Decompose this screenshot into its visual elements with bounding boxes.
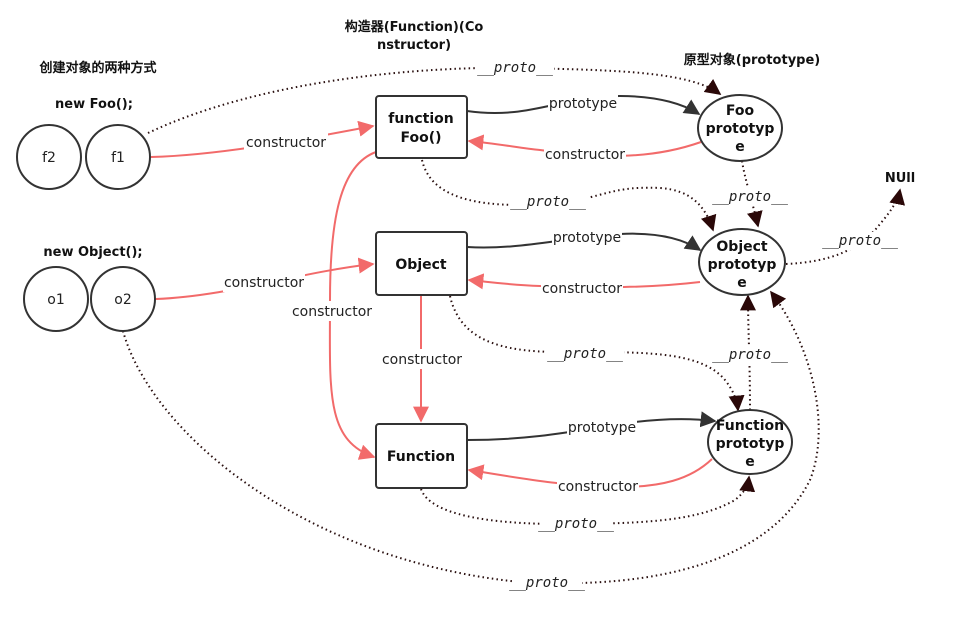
svg-text:constructor: constructor: [545, 147, 625, 163]
label-function-proto: __proto__: [538, 515, 615, 533]
svg-text:o2: o2: [114, 292, 131, 308]
svg-text:Foo: Foo: [726, 103, 755, 119]
svg-text:constructor: constructor: [382, 352, 462, 368]
label-o2-constructor: constructor: [223, 272, 305, 292]
svg-text:__proto__: __proto__: [509, 575, 585, 591]
edge-object-proto-function-prototype: [449, 295, 745, 412]
svg-text:__proto__: __proto__: [712, 189, 788, 205]
svg-text:prototyp: prototyp: [706, 121, 775, 137]
svg-text:Object: Object: [716, 239, 768, 255]
svg-text:e: e: [737, 275, 747, 291]
prototype-function-node[interactable]: Function prototyp e: [707, 409, 793, 475]
svg-text:e: e: [735, 139, 745, 155]
label-function-prototype: prototype: [567, 418, 637, 436]
label-o2-proto: __proto__: [509, 574, 586, 592]
label-fooproto-constructor: constructor: [544, 144, 626, 164]
constructor-object-node[interactable]: Object: [375, 231, 468, 296]
svg-text:constructor: constructor: [558, 479, 638, 495]
svg-text:__proto__: __proto__: [538, 516, 614, 532]
heading-prototype-column: 原型对象(prototype): [684, 52, 821, 68]
edge-o2-proto-object-prototype: [122, 290, 820, 585]
edge-f1-proto-foo-prototype: [147, 66, 722, 134]
null-node: NUll: [885, 171, 915, 186]
label-foo-proto: __proto__: [510, 193, 588, 211]
edge-functionproto-proto-object-prototype: [740, 294, 757, 411]
instance-o2[interactable]: o2: [90, 266, 156, 332]
svg-text:__proto__: __proto__: [712, 347, 788, 363]
label-null-proto: __proto__: [822, 232, 900, 250]
svg-text:prototyp: prototyp: [708, 257, 777, 273]
svg-text:constructor: constructor: [224, 275, 304, 291]
svg-text:function: function: [388, 111, 453, 127]
label-foo-constructor-function: constructor: [291, 301, 373, 321]
instance-f2[interactable]: f2: [16, 124, 82, 190]
label-f1-constructor: constructor: [244, 132, 328, 152]
svg-text:__proto__: __proto__: [547, 346, 623, 362]
heading-new-object: new Object();: [43, 245, 142, 260]
edge-foo-constructor-function: [328, 151, 377, 460]
svg-text:Foo(): Foo(): [400, 130, 441, 146]
svg-text:e: e: [745, 454, 755, 470]
svg-text:Function: Function: [387, 449, 455, 465]
instance-o1[interactable]: o1: [23, 266, 89, 332]
edge-foo-proto-object-prototype: [421, 159, 717, 232]
svg-text:prototype: prototype: [553, 230, 621, 246]
label-functionproto-proto: __proto__: [711, 346, 789, 364]
heading-create-ways: 创建对象的两种方式: [38, 60, 156, 76]
heading-constructor-column-2: nstructor): [377, 38, 451, 53]
label-top-proto: __proto__: [476, 59, 554, 77]
svg-text:prototyp: prototyp: [716, 436, 785, 452]
label-foo-prototype: prototype: [548, 94, 618, 112]
svg-text:__proto__: __proto__: [510, 194, 586, 210]
svg-text:__proto__: __proto__: [477, 60, 553, 76]
svg-text:constructor: constructor: [292, 304, 372, 320]
label-objectproto-constructor: constructor: [541, 278, 623, 298]
svg-text:Object: Object: [395, 257, 447, 273]
svg-text:constructor: constructor: [246, 135, 326, 151]
svg-text:prototype: prototype: [549, 96, 617, 112]
constructor-foo-node[interactable]: function Foo(): [375, 95, 468, 159]
label-functionproto-constructor: constructor: [557, 476, 639, 496]
edge-fooproto-proto-object-prototype: [741, 160, 763, 228]
edge-objectproto-proto-null: [785, 188, 906, 265]
svg-text:constructor: constructor: [542, 281, 622, 297]
svg-text:__proto__: __proto__: [822, 233, 898, 249]
svg-text:prototype: prototype: [568, 420, 636, 436]
prototype-object-node[interactable]: Object prototyp e: [698, 228, 786, 296]
svg-text:f2: f2: [42, 150, 56, 166]
svg-text:Function: Function: [716, 418, 784, 434]
label-object-proto: __proto__: [546, 345, 624, 363]
label-object-constructor-function: constructor: [381, 349, 463, 369]
instance-f1[interactable]: f1: [85, 124, 151, 190]
prototype-foo-node[interactable]: Foo prototyp e: [697, 94, 783, 162]
svg-text:o1: o1: [47, 292, 64, 308]
svg-text:f1: f1: [111, 150, 125, 166]
label-fooproto-proto: __proto__: [712, 188, 790, 206]
heading-new-foo: new Foo();: [55, 97, 133, 112]
label-object-prototype: prototype: [552, 228, 622, 246]
constructor-function-node[interactable]: Function: [375, 423, 468, 489]
heading-constructor-column-1: 构造器(Function)(Co: [345, 19, 484, 35]
